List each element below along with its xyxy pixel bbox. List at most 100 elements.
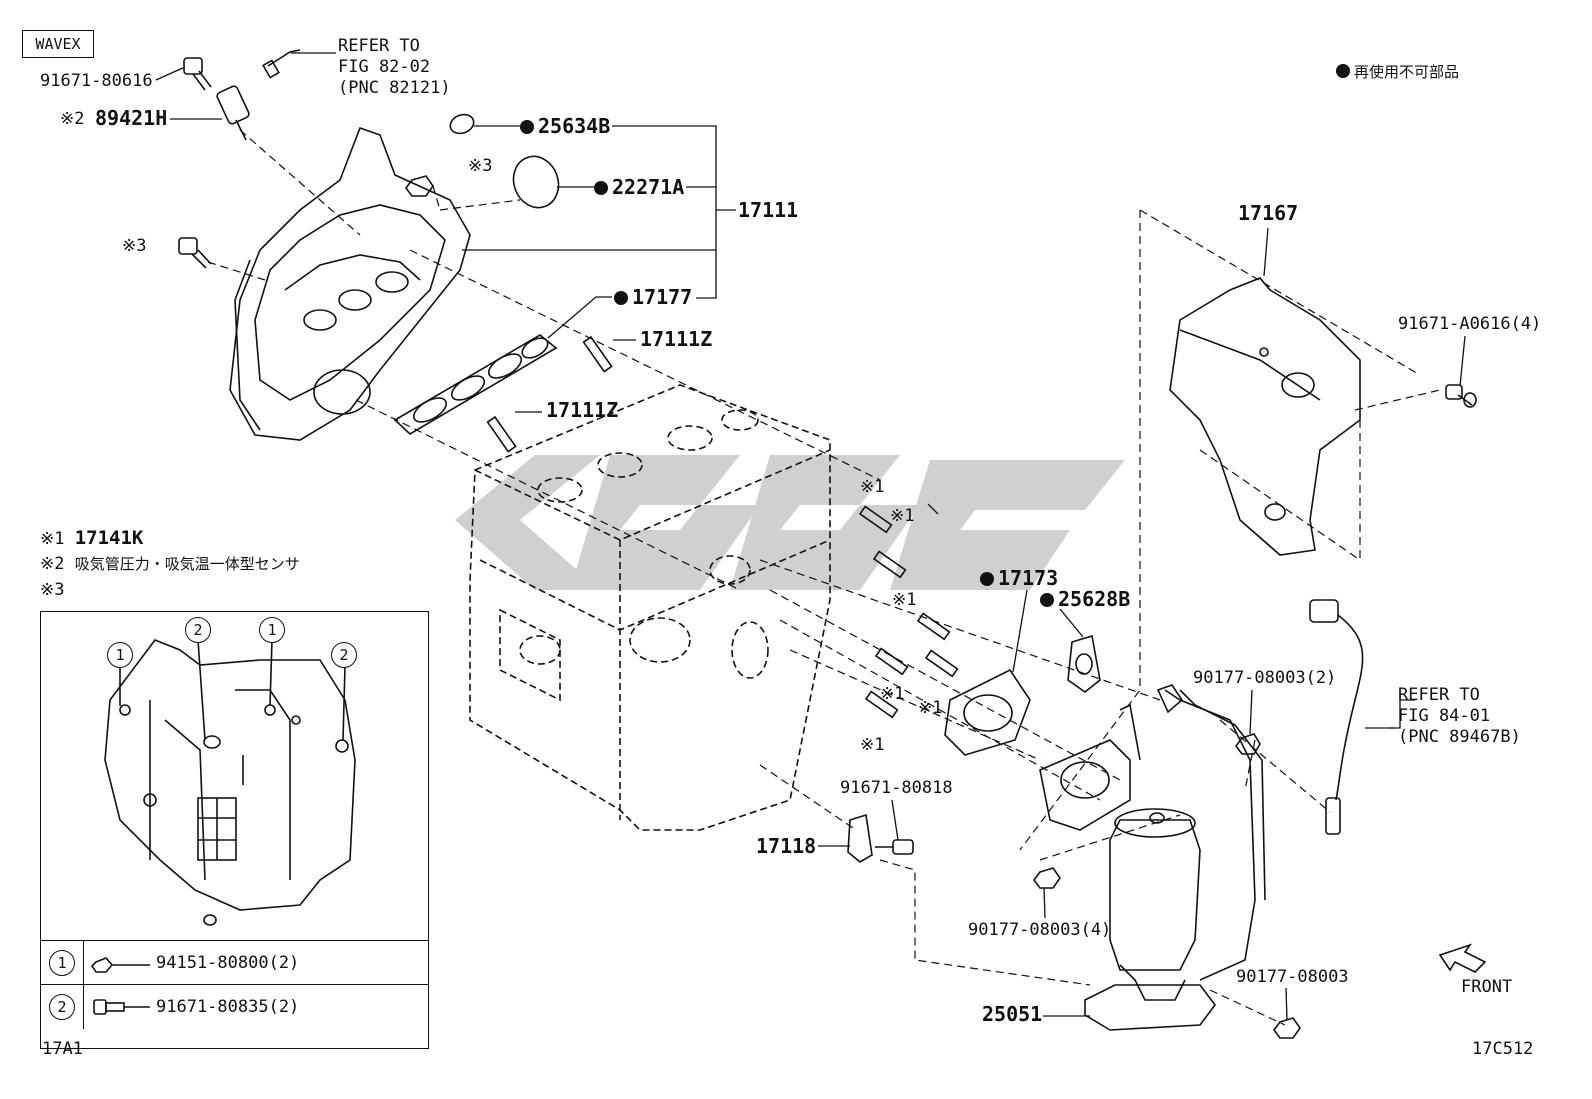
refer-line: (PNC 82121) <box>338 78 451 98</box>
part-label-25634b: 25634B <box>520 116 610 136</box>
stud-mark: ※1 <box>860 477 885 497</box>
inset-callout-circle: 1 <box>259 617 285 643</box>
stud-mark: ※1 <box>880 684 905 704</box>
stud-mark: ※1 <box>892 590 917 610</box>
part-label-17118: 17118 <box>756 834 817 858</box>
nut-90177-08003 <box>1273 1017 1301 1039</box>
engine-head <box>469 384 831 831</box>
refer-line: (PNC 89467B) <box>1398 727 1521 747</box>
part-label-17111: 17111 <box>738 198 799 222</box>
oxygen-sensor <box>1309 599 1364 835</box>
gasket-17177 <box>393 334 558 435</box>
inset-manifold <box>90 639 356 1015</box>
part-label-91671-80818: 91671-80818 <box>840 778 953 798</box>
nut-90177-08003-2 <box>1235 733 1261 755</box>
inset-row-key-cell: 2 <box>41 985 84 1029</box>
diagram-code-left: 17A1 <box>42 1039 83 1059</box>
inset-row-2: 2 91671-80835(2) <box>41 984 428 1029</box>
bolt-left-x3 <box>178 237 212 269</box>
map-sensor <box>216 49 301 141</box>
nonreuse-dot-icon <box>1040 593 1054 607</box>
guide-lines <box>207 129 1441 1026</box>
nonreuse-dot-icon <box>520 120 534 134</box>
part-number: 17173 <box>998 566 1059 590</box>
nonreuse-dot-icon <box>594 181 608 195</box>
part-label-22271a: 22271A <box>594 177 684 197</box>
front-arrow-icon <box>1438 943 1487 973</box>
note-text: 吸気管圧力・吸気温一体型センサ <box>74 555 300 573</box>
watermark-logo <box>455 455 1125 590</box>
part-number: 22271A <box>612 175 685 199</box>
part-label-91671-a0616: 91671-A0616(4) <box>1398 314 1542 334</box>
part-label-25628b: 25628B <box>1040 589 1130 609</box>
part-label-17111z-a: 17111Z <box>640 327 713 351</box>
inset-row-key: 2 <box>49 994 75 1020</box>
part-label-91671-80616: 91671-80616 <box>40 71 153 91</box>
inset-row-key: 1 <box>49 950 75 976</box>
nut-90177-08003-4 <box>1033 867 1061 889</box>
inset-row-part: 91671-80835(2) <box>156 997 300 1017</box>
part-label-17177: 17177 <box>614 287 692 307</box>
part-label-25051: 25051 <box>982 1002 1043 1026</box>
part-label-90177-08003-2: 90177-08003(2) <box>1193 668 1337 688</box>
part-number: 17177 <box>632 285 693 309</box>
nut-top-x3 <box>405 175 434 197</box>
bolt-91671-a0616 <box>1445 384 1477 408</box>
part-label-90177-08003-4: 90177-08003(4) <box>968 920 1112 940</box>
diagram-code-right: 17C512 <box>1472 1039 1534 1059</box>
intake-manifold <box>229 126 471 441</box>
frame-label: WAVEX <box>22 30 94 58</box>
legend-note: 再使用不可部品 <box>1336 62 1459 82</box>
stud-17111z <box>486 335 613 453</box>
part-label-17111z-b: 17111Z <box>546 398 619 422</box>
gasket-22271a <box>512 155 560 209</box>
part-mark-x3-left: ※3 <box>122 236 147 256</box>
stud-mark: ※1 <box>890 506 915 526</box>
note-1: ※1 17141K <box>40 528 143 549</box>
inset-row-part: 94151-80800(2) <box>156 953 300 973</box>
inset-callout-circle: 2 <box>331 642 357 668</box>
part-label-89421h: 89421H <box>95 106 168 130</box>
gasket-25628b <box>1067 634 1101 694</box>
refer-note-right: REFER TO FIG 84-01 (PNC 89467B) <box>1398 685 1521 748</box>
part-number: 25628B <box>1058 587 1131 611</box>
refer-line: REFER TO <box>338 36 420 56</box>
legend-text: 再使用不可部品 <box>1354 63 1460 81</box>
note-mark: ※1 <box>40 529 65 549</box>
part-label-90177-08003: 90177-08003 <box>1236 967 1349 987</box>
nonreuse-dot-icon <box>980 572 994 586</box>
inset-detail-box: 1 94151-80800(2) 2 91671-80835(2) <box>40 611 429 1049</box>
nonreuse-dot-icon <box>614 291 628 305</box>
inset-callout-circle: 2 <box>185 617 211 643</box>
note-2: ※2 吸気管圧力・吸気温一体型センサ <box>40 554 300 574</box>
bolt-91671-80818 <box>875 839 914 855</box>
note-part: 17141K <box>74 527 144 549</box>
gasket-25634b <box>449 113 475 135</box>
part-label-17173: 17173 <box>980 568 1058 588</box>
bracket-17118 <box>847 813 873 863</box>
part-number: 25634B <box>538 114 611 138</box>
note-mark: ※2 <box>40 554 65 574</box>
inset-row-key-cell: 1 <box>41 941 84 985</box>
inset-nut-icon <box>90 957 114 973</box>
note-3: ※3 <box>40 580 65 600</box>
refer-line: FIG 82-02 <box>338 57 431 77</box>
legend-dot-icon <box>1336 64 1350 78</box>
heat-insulator <box>1169 277 1361 556</box>
refer-note-top: REFER TO FIG 82-02 (PNC 82121) <box>338 36 451 99</box>
leader-lines <box>155 52 1466 1021</box>
part-label-17167: 17167 <box>1238 201 1299 225</box>
front-label: FRONT <box>1461 977 1513 997</box>
part-mark-x3-top: ※3 <box>468 156 493 176</box>
refer-line: FIG 84-01 <box>1398 706 1491 726</box>
inset-row-1: 1 94151-80800(2) <box>41 940 428 985</box>
refer-line: REFER TO <box>1398 685 1480 705</box>
bolt-91671-80616 <box>183 57 212 91</box>
stud-mark: ※1 <box>860 735 885 755</box>
stud-mark: ※1 <box>918 698 943 718</box>
catalytic-converter <box>1039 684 1266 1031</box>
part-mark-89421h: ※2 <box>60 109 85 129</box>
exhaust-studs <box>858 505 959 719</box>
inset-callout-circle: 1 <box>107 642 133 668</box>
